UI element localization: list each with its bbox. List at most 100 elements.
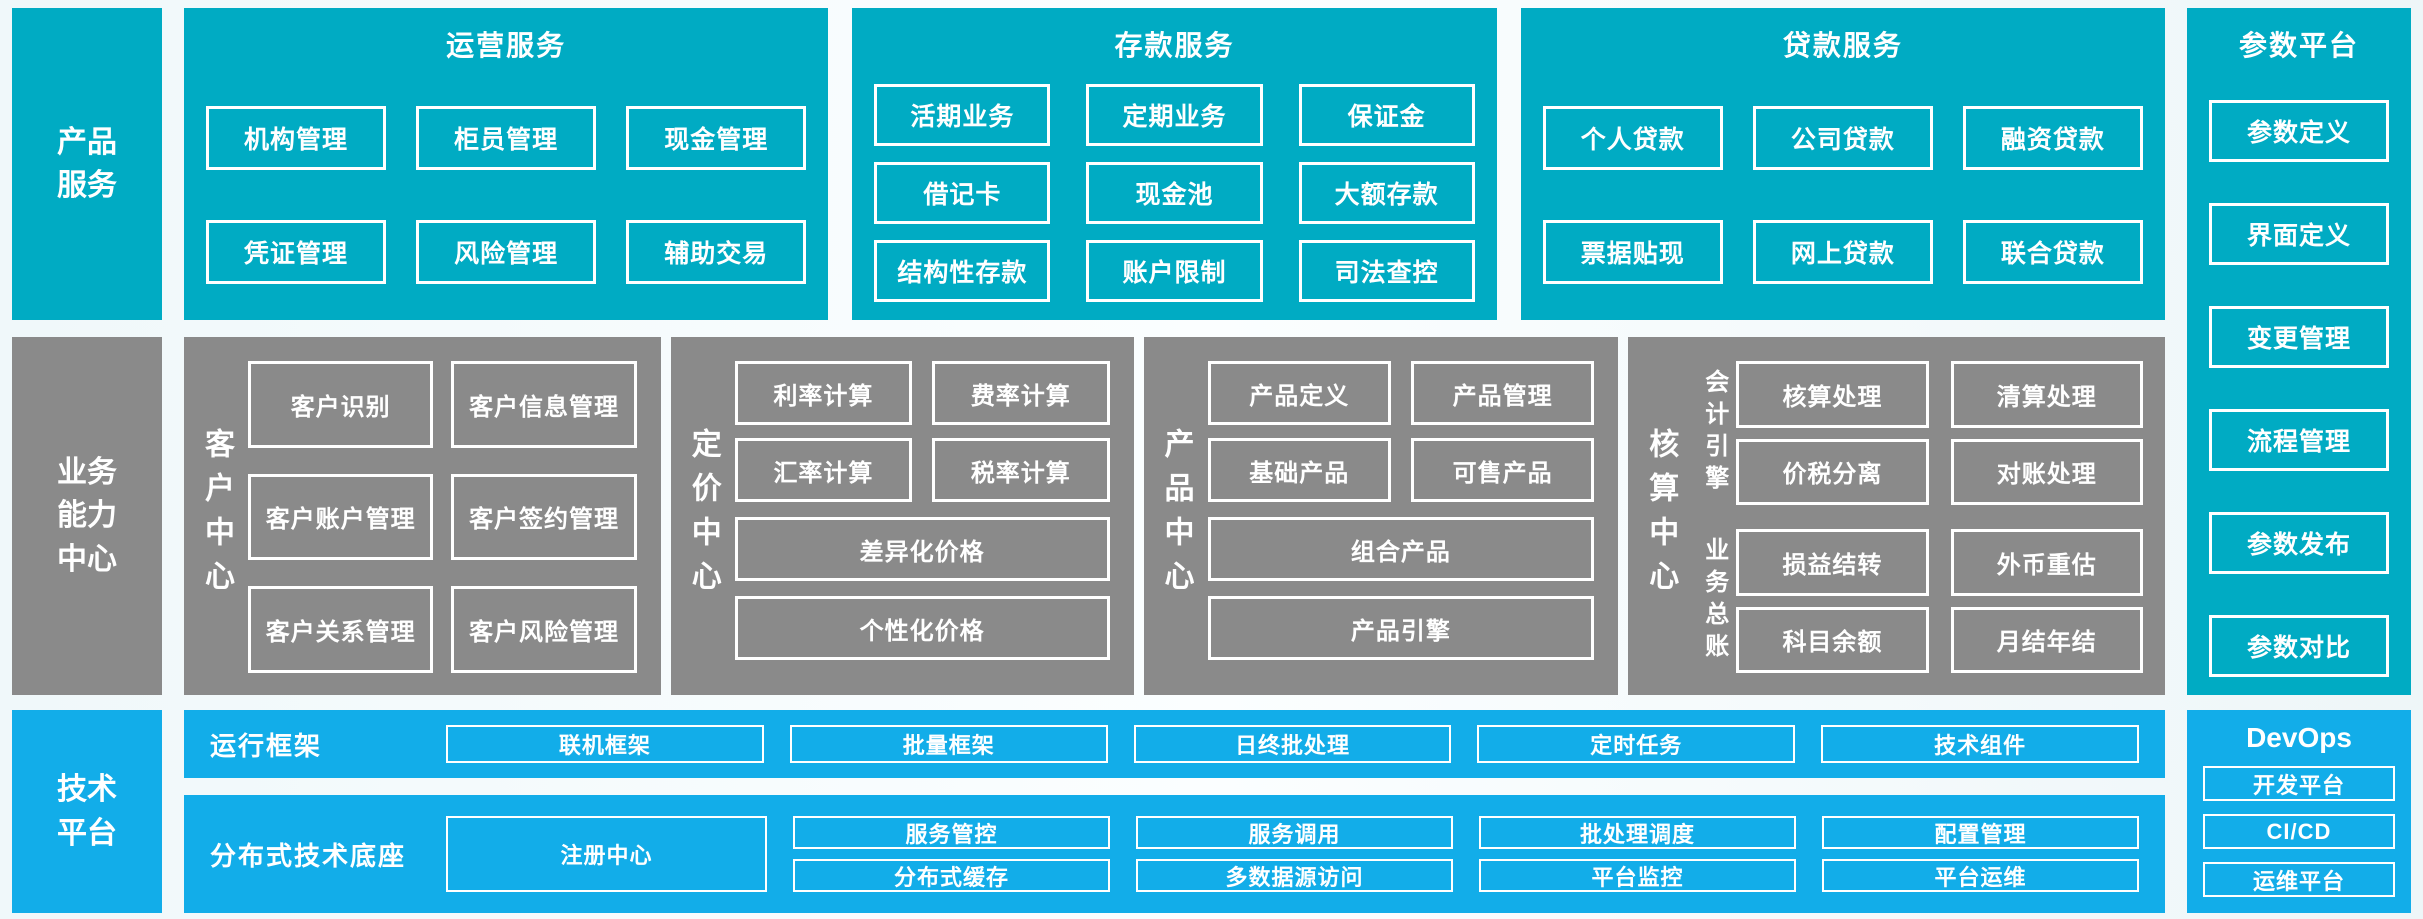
business-ledger-item: 损益结转 [1736,529,1929,596]
customer-center-item: 客户风险管理 [451,586,637,673]
parameter-platform-item: 参数对比 [2209,615,2389,677]
product-center-item: 基础产品 [1207,438,1391,502]
product-center-wide-item: 产品引擎 [1207,596,1595,660]
registry-center-box: 注册中心 [446,816,767,892]
accounting-engine-group: 会计引擎 核算处理清算处理价税分离对账处理 [1692,361,2143,505]
product-center-wide-item: 组合产品 [1207,517,1595,581]
deposit-service-item: 结构性存款 [874,240,1051,302]
business-ledger-item: 外币重估 [1950,529,2143,596]
deposit-service-item: 保证金 [1298,84,1475,146]
customer-center-body: 客户识别客户信息管理客户账户管理客户签约管理客户关系管理客户风险管理 [248,337,661,695]
business-ledger-items: 损益结转外币重估科目余额月结年结 [1736,529,2143,673]
operations-service-item: 凭证管理 [206,220,387,284]
loan-service-item: 票据贴现 [1542,220,1723,284]
operations-services-items: 机构管理柜员管理现金管理凭证管理风险管理辅助交易 [206,106,807,284]
base-item: 分布式缓存 [793,859,1110,892]
business-ledger-label: 业务总账 [1700,537,1728,665]
customer-center-item: 客户信息管理 [451,361,637,448]
devops-item: 运维平台 [2203,862,2395,897]
product-center-item: 可售产品 [1410,438,1595,502]
accounting-engine-item: 清算处理 [1950,361,2143,428]
parameter-platform-block: 参数平台 参数定义界面定义变更管理流程管理参数发布参数对比 [2187,8,2411,695]
operations-service-item: 现金管理 [626,106,807,170]
left-sidebar-column: 产品 服务 业务 能力 中心 技术 平台 [12,8,162,913]
operations-services-block: 运营服务 机构管理柜员管理现金管理凭证管理风险管理辅助交易 [184,8,829,320]
loan-services-items: 个人贷款公司贷款融资贷款票据贴现网上贷款联合贷款 [1542,106,2143,284]
product-center-grid: 产品定义产品管理基础产品可售产品 [1207,361,1595,502]
pricing-center-item: 税率计算 [932,438,1110,502]
devops-title: DevOps [2246,722,2352,753]
operations-service-item: 风险管理 [416,220,597,284]
accounting-center-block: 核算中心 会计引擎 核算处理清算处理价税分离对账处理 业务总账 损益结转外币重估… [1628,337,2165,695]
product-center-item: 产品定义 [1207,361,1391,425]
base-item: 配置管理 [1822,816,2139,849]
deposit-service-item: 借记卡 [874,162,1051,224]
operations-services-title: 运营服务 [446,30,567,61]
product-center-body: 产品定义产品管理基础产品可售产品 组合产品 产品引擎 [1207,337,1619,695]
loan-services-title: 贷款服务 [1782,30,1903,61]
base-item: 批处理调度 [1479,816,1796,849]
deposit-services-block: 存款服务 活期业务定期业务保证金借记卡现金池大额存款结构性存款账户限制司法查控 [852,8,1497,320]
business-ledger-item: 科目余额 [1736,606,1929,673]
base-column-4: 配置管理 平台运维 [1822,816,2139,892]
accounting-engine-items: 核算处理清算处理价税分离对账处理 [1736,361,2143,505]
devops-item: 开发平台 [2203,766,2395,801]
runtime-framework-row: 运行框架 联机框架 批量框架 日终批处理 定时任务 技术组件 [184,710,2165,778]
main-column: 运营服务 机构管理柜员管理现金管理凭证管理风险管理辅助交易 存款服务 活期业务定… [184,8,2165,913]
base-column-1: 服务管控 分布式缓存 [793,816,1110,892]
customer-center-items: 客户识别客户信息管理客户账户管理客户签约管理客户关系管理客户风险管理 [248,361,637,673]
runtime-framework-item: 日终批处理 [1133,725,1452,763]
loan-services-block: 贷款服务 个人贷款公司贷款融资贷款票据贴现网上贷款联合贷款 [1520,8,2165,320]
deposit-service-item: 账户限制 [1086,240,1263,302]
loan-service-item: 网上贷款 [1752,220,1933,284]
parameter-platform-item: 参数发布 [2209,512,2389,574]
deposit-service-item: 现金池 [1086,162,1263,224]
runtime-framework-item: 技术组件 [1821,725,2139,763]
operations-service-item: 辅助交易 [626,220,807,284]
pricing-center-item: 汇率计算 [734,438,913,502]
parameter-platform-item: 参数定义 [2209,100,2389,162]
base-item: 多数据源访问 [1136,859,1453,892]
parameter-platform-item: 变更管理 [2209,306,2389,368]
accounting-engine-item: 价税分离 [1736,438,1929,505]
parameter-platform-item: 界面定义 [2209,203,2389,265]
loan-service-item: 联合贷款 [1962,220,2143,284]
right-column: 参数平台 参数定义界面定义变更管理流程管理参数发布参数对比 DevOps 开发平… [2187,8,2411,913]
base-item: 服务管控 [793,816,1110,849]
sidebar-business-capability-center: 业务 能力 中心 [12,337,162,695]
accounting-center-label: 核算中心 [1644,428,1678,604]
product-center-item: 产品管理 [1410,361,1595,425]
pricing-center-item: 利率计算 [734,361,913,425]
base-item: 平台运维 [1822,859,2139,892]
base-item: 平台监控 [1479,859,1796,892]
devops-block: DevOps 开发平台 CI/CD 运维平台 [2187,710,2411,913]
customer-center-item: 客户账户管理 [248,473,434,561]
deposit-service-item: 司法查控 [1298,240,1475,302]
runtime-framework-item: 批量框架 [789,725,1108,763]
pricing-center-block: 定价中心 利率计算费率计算汇率计算税率计算 差异化价格 个性化价格 [670,337,1134,695]
devops-item: CI/CD [2203,814,2395,849]
sidebar-product-services: 产品 服务 [12,8,162,320]
pricing-center-wide-item: 个性化价格 [734,596,1110,660]
loan-service-item: 个人贷款 [1542,106,1723,170]
loan-service-item: 公司贷款 [1752,106,1933,170]
business-ledger-group: 业务总账 损益结转外币重估科目余额月结年结 [1692,529,2143,673]
pricing-center-item: 费率计算 [932,361,1110,425]
accounting-center-body: 会计引擎 核算处理清算处理价税分离对账处理 业务总账 损益结转外币重估科目余额月… [1692,337,2165,695]
pricing-center-body: 利率计算费率计算汇率计算税率计算 差异化价格 个性化价格 [734,337,1134,695]
accounting-engine-item: 对账处理 [1950,438,2143,505]
deposit-service-item: 大额存款 [1298,162,1475,224]
accounting-engine-label: 会计引擎 [1700,369,1728,497]
deposit-services-title: 存款服务 [1114,30,1235,61]
pricing-center-grid: 利率计算费率计算汇率计算税率计算 [734,361,1110,502]
base-column-2: 服务调用 多数据源访问 [1136,816,1453,892]
base-column-3: 批处理调度 平台监控 [1479,816,1796,892]
customer-center-item: 客户签约管理 [451,473,637,561]
business-capability-row: 客户中心 客户识别客户信息管理客户账户管理客户签约管理客户关系管理客户风险管理 … [184,337,2165,695]
operations-service-item: 柜员管理 [416,106,597,170]
parameter-platform-items: 参数定义界面定义变更管理流程管理参数发布参数对比 [2187,64,2411,677]
parameter-platform-item: 流程管理 [2209,409,2389,471]
distributed-tech-base-row: 分布式技术底座 注册中心 服务管控 分布式缓存 服务调用 多数据源访问 批处理调… [184,795,2165,913]
pricing-center-wide-item: 差异化价格 [734,517,1110,581]
